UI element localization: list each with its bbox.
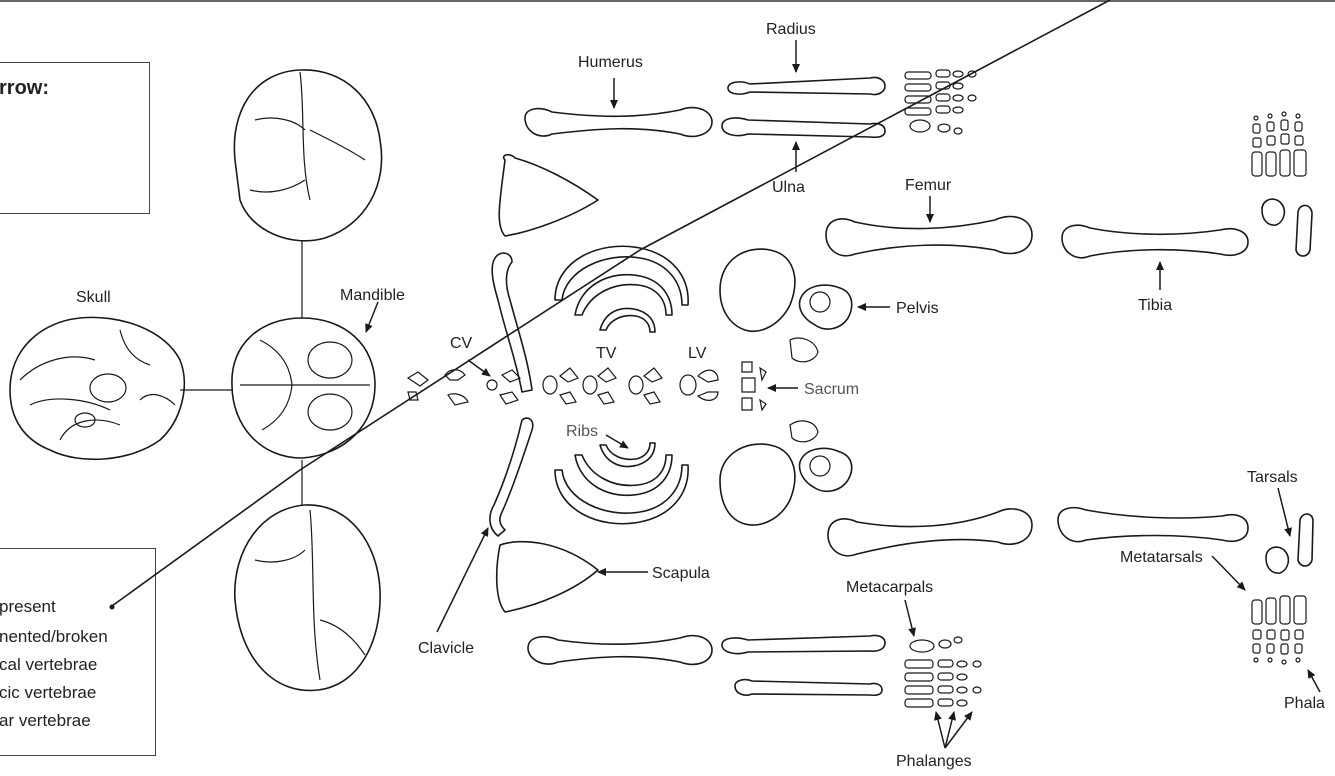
label-cv: CV — [450, 335, 473, 352]
skull-lateral — [10, 317, 184, 459]
foot-top — [1252, 112, 1312, 256]
ulna-top — [722, 118, 885, 137]
clavicle-bottom — [490, 418, 533, 536]
label-pelvis: Pelvis — [896, 300, 939, 317]
label-tibia: Tibia — [1138, 297, 1172, 314]
skull-front — [232, 318, 375, 458]
femur-bottom — [828, 509, 1032, 556]
label-metacarpals: Metacarpals — [846, 579, 933, 596]
hand-bottom — [905, 637, 981, 707]
humerus-bottom — [528, 636, 712, 665]
label-femur: Femur — [905, 177, 952, 194]
label-humerus: Humerus — [578, 54, 643, 71]
label-mandible: Mandible — [340, 287, 405, 304]
skull-top — [234, 70, 381, 241]
tibia-top — [1062, 225, 1248, 258]
label-tarsals: Tarsals — [1247, 469, 1298, 486]
label-tv: TV — [596, 345, 617, 362]
label-ribs: Ribs — [566, 423, 598, 440]
clavicle-top — [492, 253, 532, 392]
ulna-bottom — [722, 635, 885, 653]
ribs-top — [555, 246, 688, 332]
tibia-bottom — [1058, 508, 1248, 542]
label-radius: Radius — [766, 21, 816, 38]
skull-bottom — [235, 505, 380, 691]
label-scapula: Scapula — [652, 565, 710, 582]
foot-bottom — [1252, 514, 1313, 664]
radius-bottom — [735, 680, 882, 696]
femur-top — [826, 216, 1032, 255]
ribs-bottom — [555, 443, 688, 524]
label-clavicle: Clavicle — [418, 640, 474, 657]
label-phala: Phala — [1284, 695, 1325, 712]
label-skull: Skull — [76, 289, 111, 306]
leader-dot — [110, 605, 115, 610]
scapula-bottom — [497, 542, 598, 612]
label-metatarsals: Metatarsals — [1120, 549, 1203, 566]
diagonal-leader-line — [112, 0, 1110, 606]
scapula-top — [499, 155, 598, 236]
humerus-top — [525, 108, 712, 137]
pelvis-bottom — [720, 421, 852, 525]
sacrum — [742, 362, 766, 410]
pelvis-top — [720, 249, 852, 362]
vertebrae-row — [408, 368, 718, 405]
hand-top — [905, 70, 976, 134]
label-phalanges: Phalanges — [896, 753, 972, 770]
radius-top — [728, 77, 885, 94]
label-ulna: Ulna — [772, 179, 805, 196]
label-sacrum: Sacrum — [804, 381, 859, 398]
label-lv: LV — [688, 345, 707, 362]
